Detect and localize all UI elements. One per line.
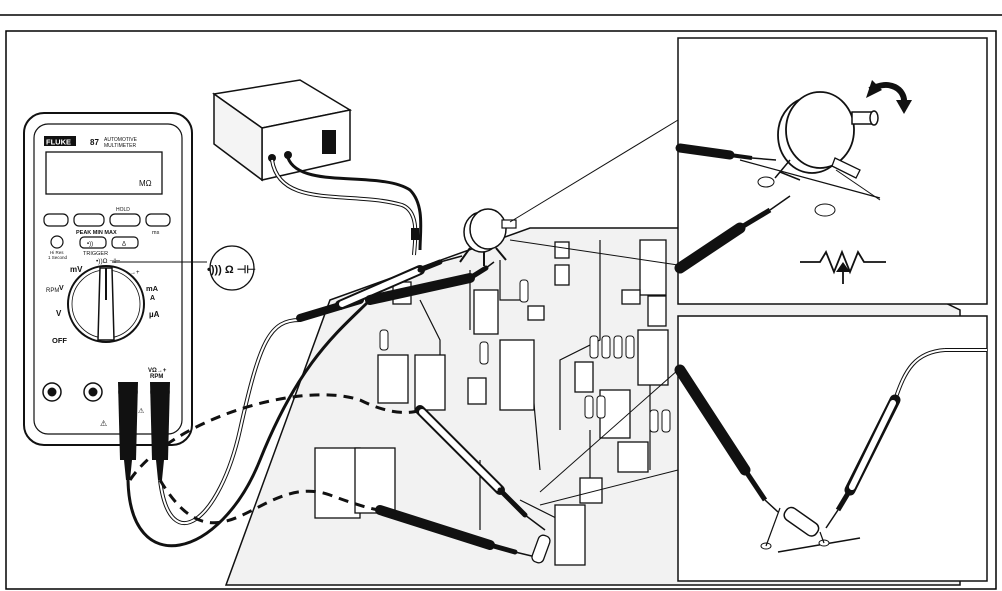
jack-label-vohm: VΩ→+ (148, 368, 167, 374)
dial-label-diode: →+ (130, 270, 140, 276)
dial-label-ma: mA (146, 284, 159, 293)
hires-label: Hi Res (50, 250, 64, 255)
alt-lead-dashed-1 (128, 393, 421, 481)
hold-label: HOLD (116, 207, 130, 213)
model-subtitle-2: MULTIMETER (104, 143, 137, 149)
beeper-button[interactable] (79, 236, 107, 249)
ms-button[interactable] (145, 213, 171, 227)
power-cable-black (286, 157, 423, 251)
warning-icon: ⚠ (100, 419, 107, 428)
ms-label: ms (152, 230, 160, 236)
power-supply (212, 79, 353, 182)
dial-label-a: A (150, 295, 155, 302)
relative-button[interactable] (111, 236, 139, 249)
lcd-display (45, 151, 163, 195)
callout-symbols: •))) Ω ⊣⊢ (207, 263, 256, 276)
minmax-button[interactable] (73, 213, 105, 227)
test-lead-plugs (118, 382, 170, 480)
inset-potentiometer (509, 37, 988, 305)
power-switch (322, 130, 336, 154)
dial-knob-pointer (97, 267, 115, 341)
dial-label-rpm: RPM (46, 288, 59, 294)
probe-lower-white (415, 405, 546, 531)
potentiometer (459, 208, 517, 266)
dial-label-off: OFF (52, 336, 67, 345)
board-resistor (531, 534, 551, 564)
model-label: 87 (90, 138, 99, 147)
range-button[interactable] (43, 213, 69, 227)
probe-black-main (365, 261, 495, 305)
warning-icon-2: ⚠ (138, 407, 144, 415)
model-subtitle-1: AUTOMOTIVE (104, 137, 138, 143)
dial-label-ua: µA (149, 310, 160, 319)
inset-resistor (539, 315, 988, 582)
function-callout: •))) Ω ⊣⊢ (112, 245, 256, 291)
jack-label-rpm: RPM (150, 374, 163, 380)
hold-button[interactable] (109, 213, 141, 227)
hires-button[interactable] (50, 235, 64, 249)
dial-label-ohm: •))Ω ⊣⊢ (96, 258, 121, 265)
peak-minmax-label: PEAK MIN MAX (76, 230, 117, 236)
dial-label-vdc: V (56, 309, 62, 318)
multimeter: FLUKE 87 AUTOMOTIVE MULTIMETER MΩ HOLD P… (23, 112, 193, 446)
beeper-icon: •)) (87, 242, 93, 248)
trigger-label: TRIGGER (83, 251, 108, 257)
probe-white-main (296, 255, 463, 322)
dial-label-vac: V (59, 285, 64, 292)
dial-label-mv: mV (70, 265, 83, 274)
lcd-unit: MΩ (139, 179, 152, 188)
variable-resistor-symbol (800, 249, 886, 275)
hires-label-2: 1 Second (48, 255, 68, 260)
black-lead-cable (126, 298, 372, 548)
triangle-icon: Δ (122, 242, 126, 248)
alt-lead-dashed-2 (158, 479, 381, 525)
brand-label: FLUKE (46, 138, 71, 147)
brand-badge (44, 136, 76, 146)
